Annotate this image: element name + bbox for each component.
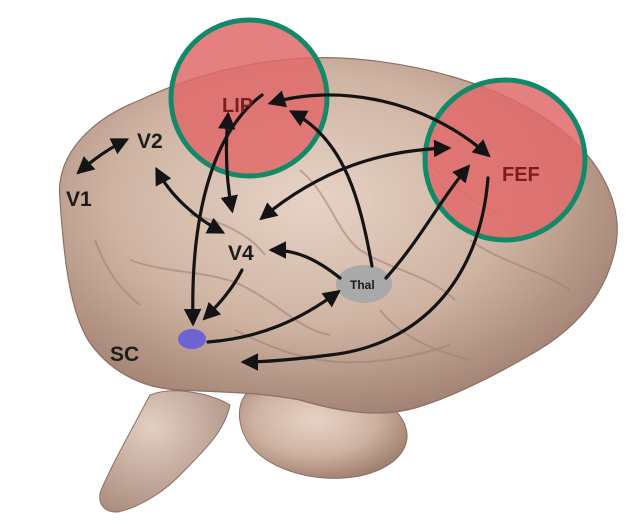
label-sc: SC (110, 343, 139, 366)
label-lip: LIP (222, 95, 253, 117)
label-thal: Thal (350, 278, 375, 292)
label-fef: FEF (502, 164, 540, 186)
brainstem (100, 391, 230, 512)
label-v1: V1 (66, 188, 92, 211)
fef-highlight (425, 80, 585, 240)
label-v4: V4 (228, 242, 254, 265)
sc-node (178, 329, 206, 349)
label-v2: V2 (137, 130, 163, 153)
